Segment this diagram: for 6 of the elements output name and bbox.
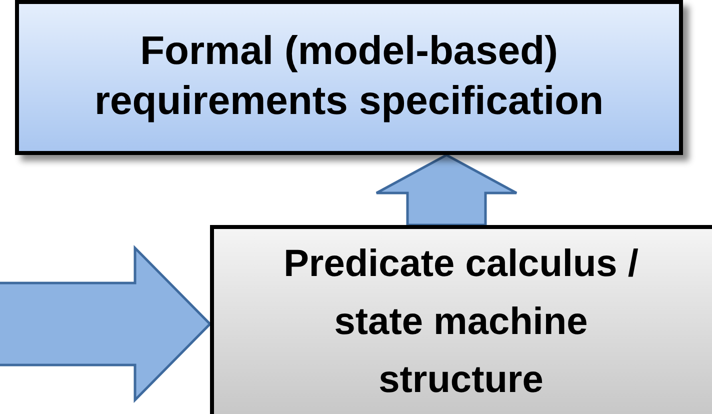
block-arrow: [375, 154, 518, 226]
box-label: Formal (model-based) requirements specification: [93, 28, 605, 125]
block-arrow: [0, 244, 212, 404]
box-label: Predicate calculus / state machine structure: [282, 242, 640, 403]
process-box: [15, 0, 683, 155]
process-box: [210, 225, 712, 414]
